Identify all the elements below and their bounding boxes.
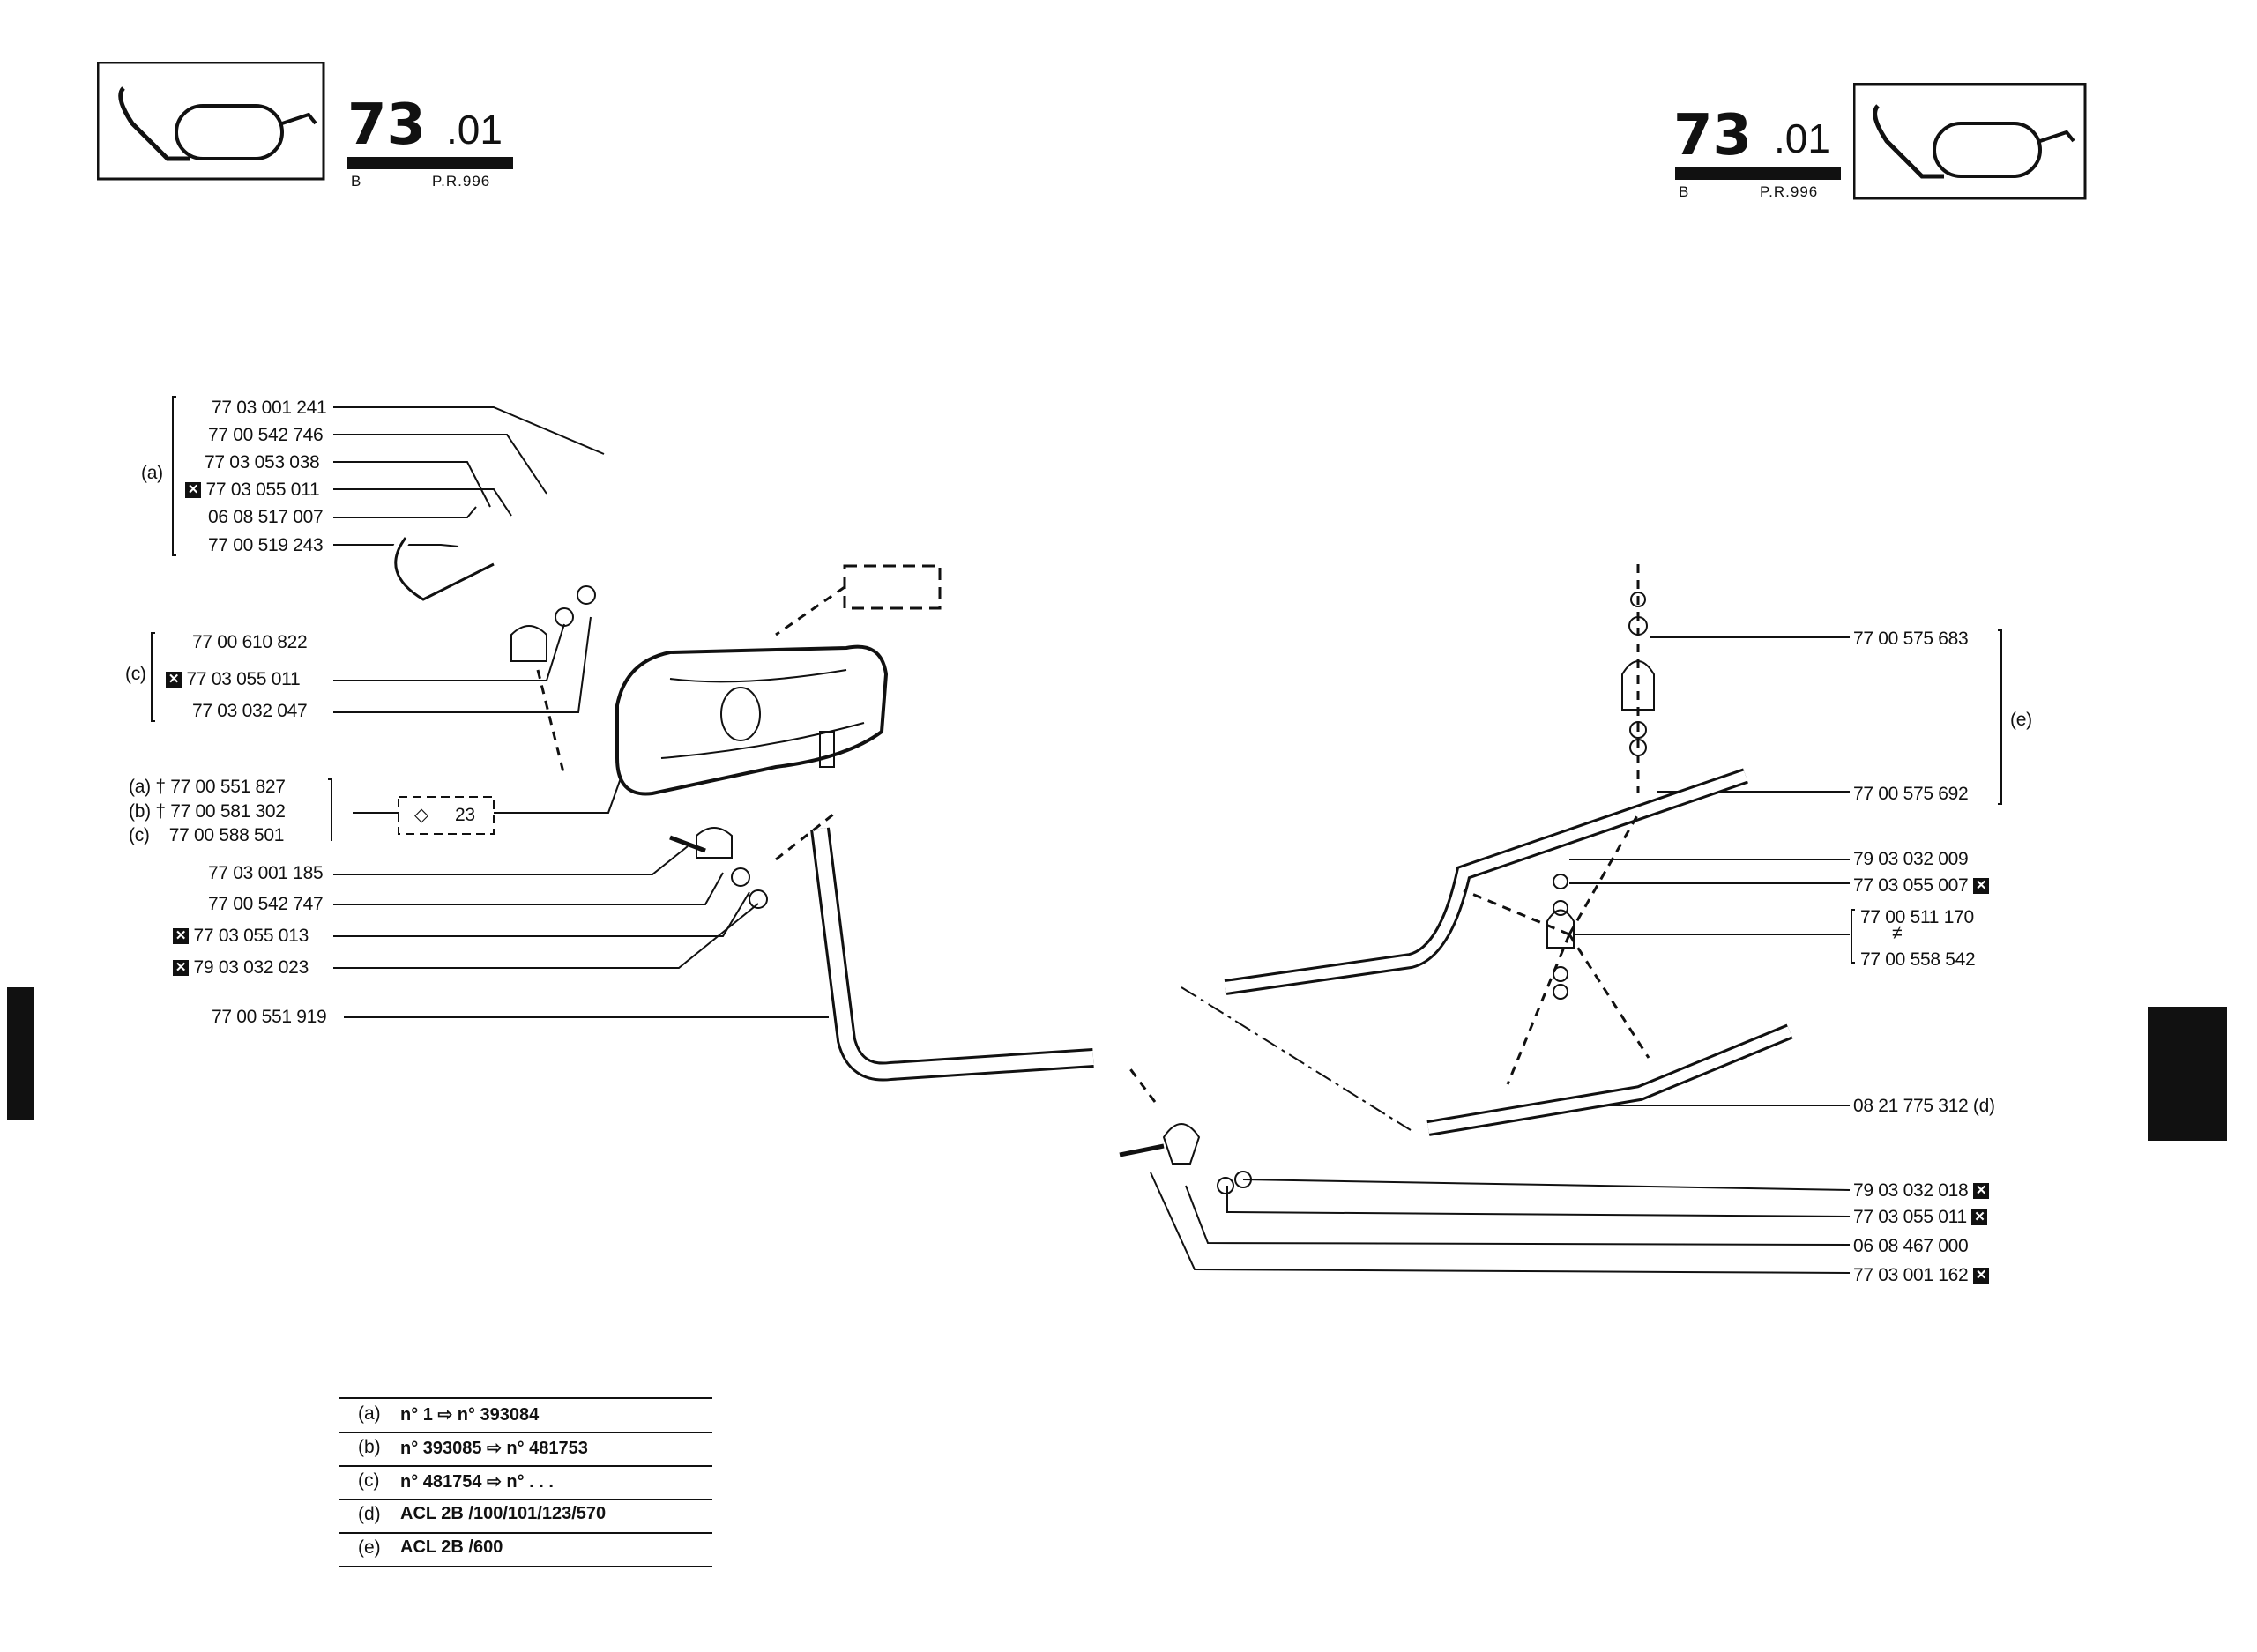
crossed-box-icon: ✕ (1972, 1268, 1989, 1284)
legend-row: (d) ACL 2B /100/101/123/570 (339, 1500, 712, 1532)
part-number-text: 77 03 055 011 (205, 480, 320, 500)
part-number-label: 79 03 032 009 (1853, 849, 1969, 869)
group-e-label: (e) (2010, 710, 2032, 730)
legend-text: n° 1 ⇨ n° 393084 (400, 1405, 540, 1425)
legend-key: (a) (358, 1403, 381, 1424)
part-number-label: 08 21 775 312 (d) (1853, 1096, 1995, 1116)
part-number-text: 77 03 055 013 (193, 926, 309, 946)
part-number-label: ✕ 79 03 032 023 (173, 956, 309, 979)
variant-row: (c) 77 00 588 501 (129, 824, 284, 847)
header-bar-right (1675, 167, 1841, 180)
part-number-label: ✕ 77 03 055 011 (185, 479, 320, 502)
legend-key: (b) (358, 1437, 381, 1457)
header-code-right: B (1679, 183, 1690, 200)
exhaust-muffler-icon (97, 62, 325, 181)
part-number-label: ✕ 77 03 055 011 (166, 668, 301, 691)
crossed-box-icon: ✕ (166, 672, 182, 688)
header-bar-left (347, 157, 513, 169)
legend-key: (e) (358, 1537, 381, 1558)
legend-row: (c) n° 481754 ⇨ n° . . . (339, 1467, 712, 1499)
part-number-label: 77 03 053 038 (205, 452, 320, 473)
part-number-label: 77 00 575 692 (1853, 784, 1969, 804)
dagger-icon: † (155, 777, 166, 797)
part-number-label: 77 00 542 747 (208, 894, 324, 914)
part-number-label: 06 08 467 000 (1853, 1236, 1969, 1256)
page-edge-tab-right (2148, 1007, 2227, 1141)
not-equal-icon: ≠ (1892, 923, 1903, 943)
variant-key: (c) (129, 825, 150, 845)
variant-row: (a) † 77 00 551 827 (129, 776, 286, 799)
crossed-box-icon: ✕ (173, 928, 189, 945)
group-c-label: (c) (125, 664, 146, 684)
legend-text: n° 393085 ⇨ n° 481753 (400, 1439, 588, 1458)
crossed-box-icon: ✕ (173, 960, 189, 977)
part-number-text: 77 03 055 011 (1853, 1207, 1967, 1227)
part-number-label: 77 03 055 007 ✕ (1853, 874, 1989, 897)
part-number-label: 77 00 519 243 (208, 535, 324, 555)
dagger-icon: † (155, 801, 166, 822)
part-number-label: 77 00 542 746 (208, 425, 324, 445)
crossed-box-icon: ✕ (1971, 1209, 1988, 1226)
legend-text: ACL 2B /100/101/123/570 (400, 1504, 607, 1523)
section-number-right: 73 (1673, 103, 1753, 168)
part-number-text: 79 03 032 023 (193, 957, 309, 978)
part-number-label: 77 03 032 047 (192, 701, 308, 721)
header-pr-right: P.R.996 (1760, 183, 1819, 200)
legend-row: (b) n° 393085 ⇨ n° 481753 (339, 1433, 712, 1465)
page-edge-tab-left (7, 987, 34, 1120)
variant-key: (b) (129, 801, 151, 822)
legend-text: ACL 2B /600 (400, 1537, 503, 1557)
part-number-label: 77 03 001 185 (208, 863, 324, 883)
part-number-text: 77 03 001 162 (1853, 1265, 1969, 1285)
crossed-box-icon: ✕ (185, 482, 201, 499)
part-number-label: 77 03 001 241 (212, 398, 327, 418)
part-number-label: 79 03 032 018 ✕ (1853, 1179, 1989, 1202)
variant-key: (a) (129, 777, 151, 797)
legend-row: (a) n° 1 ⇨ n° 393084 (339, 1400, 712, 1432)
group-a-label: (a) (141, 463, 163, 483)
part-number-text: 77 03 055 011 (186, 669, 301, 689)
section-sub-right: .01 (1774, 115, 1830, 161)
part-number-label: ✕ 77 03 055 013 (173, 925, 309, 948)
part-number-label: 77 00 551 919 (212, 1007, 327, 1027)
part-number-label: 77 00 575 683 (1853, 629, 1969, 649)
diamond-icon: ◇ (414, 805, 428, 825)
part-number-label: 77 00 511 170 (1860, 907, 1974, 927)
part-number-text: 77 00 551 827 (170, 777, 286, 797)
part-number-text: 77 00 581 302 (170, 801, 286, 822)
exhaust-muffler-icon (1853, 83, 2087, 200)
legend-key: (d) (358, 1504, 381, 1524)
crossed-box-icon: ✕ (1972, 1183, 1989, 1200)
legend-text: n° 481754 ⇨ n° . . . (400, 1472, 554, 1492)
reference-box-number: 23 (455, 805, 475, 825)
header-code-left: B (351, 173, 362, 190)
crossed-box-icon: ✕ (1972, 878, 1989, 895)
legend-row: (e) ACL 2B /600 (339, 1534, 712, 1566)
part-number-text: 77 00 588 501 (168, 825, 285, 845)
part-number-label: 06 08 517 007 (208, 507, 324, 527)
part-number-label: 77 00 610 822 (192, 632, 308, 652)
part-number-label: 77 00 558 542 (1860, 949, 1976, 970)
variant-row: (b) † 77 00 581 302 (129, 800, 286, 823)
part-number-text: 77 03 055 007 (1853, 875, 1969, 896)
header-pr-left: P.R.996 (432, 173, 491, 190)
section-number-left: 73 (347, 93, 427, 158)
part-number-label: 77 03 055 011 ✕ (1853, 1206, 1988, 1229)
part-number-label: 77 03 001 162 ✕ (1853, 1264, 1989, 1287)
legend-key: (c) (358, 1470, 380, 1491)
section-sub-left: .01 (446, 107, 503, 153)
part-number-text: 79 03 032 018 (1853, 1180, 1969, 1201)
